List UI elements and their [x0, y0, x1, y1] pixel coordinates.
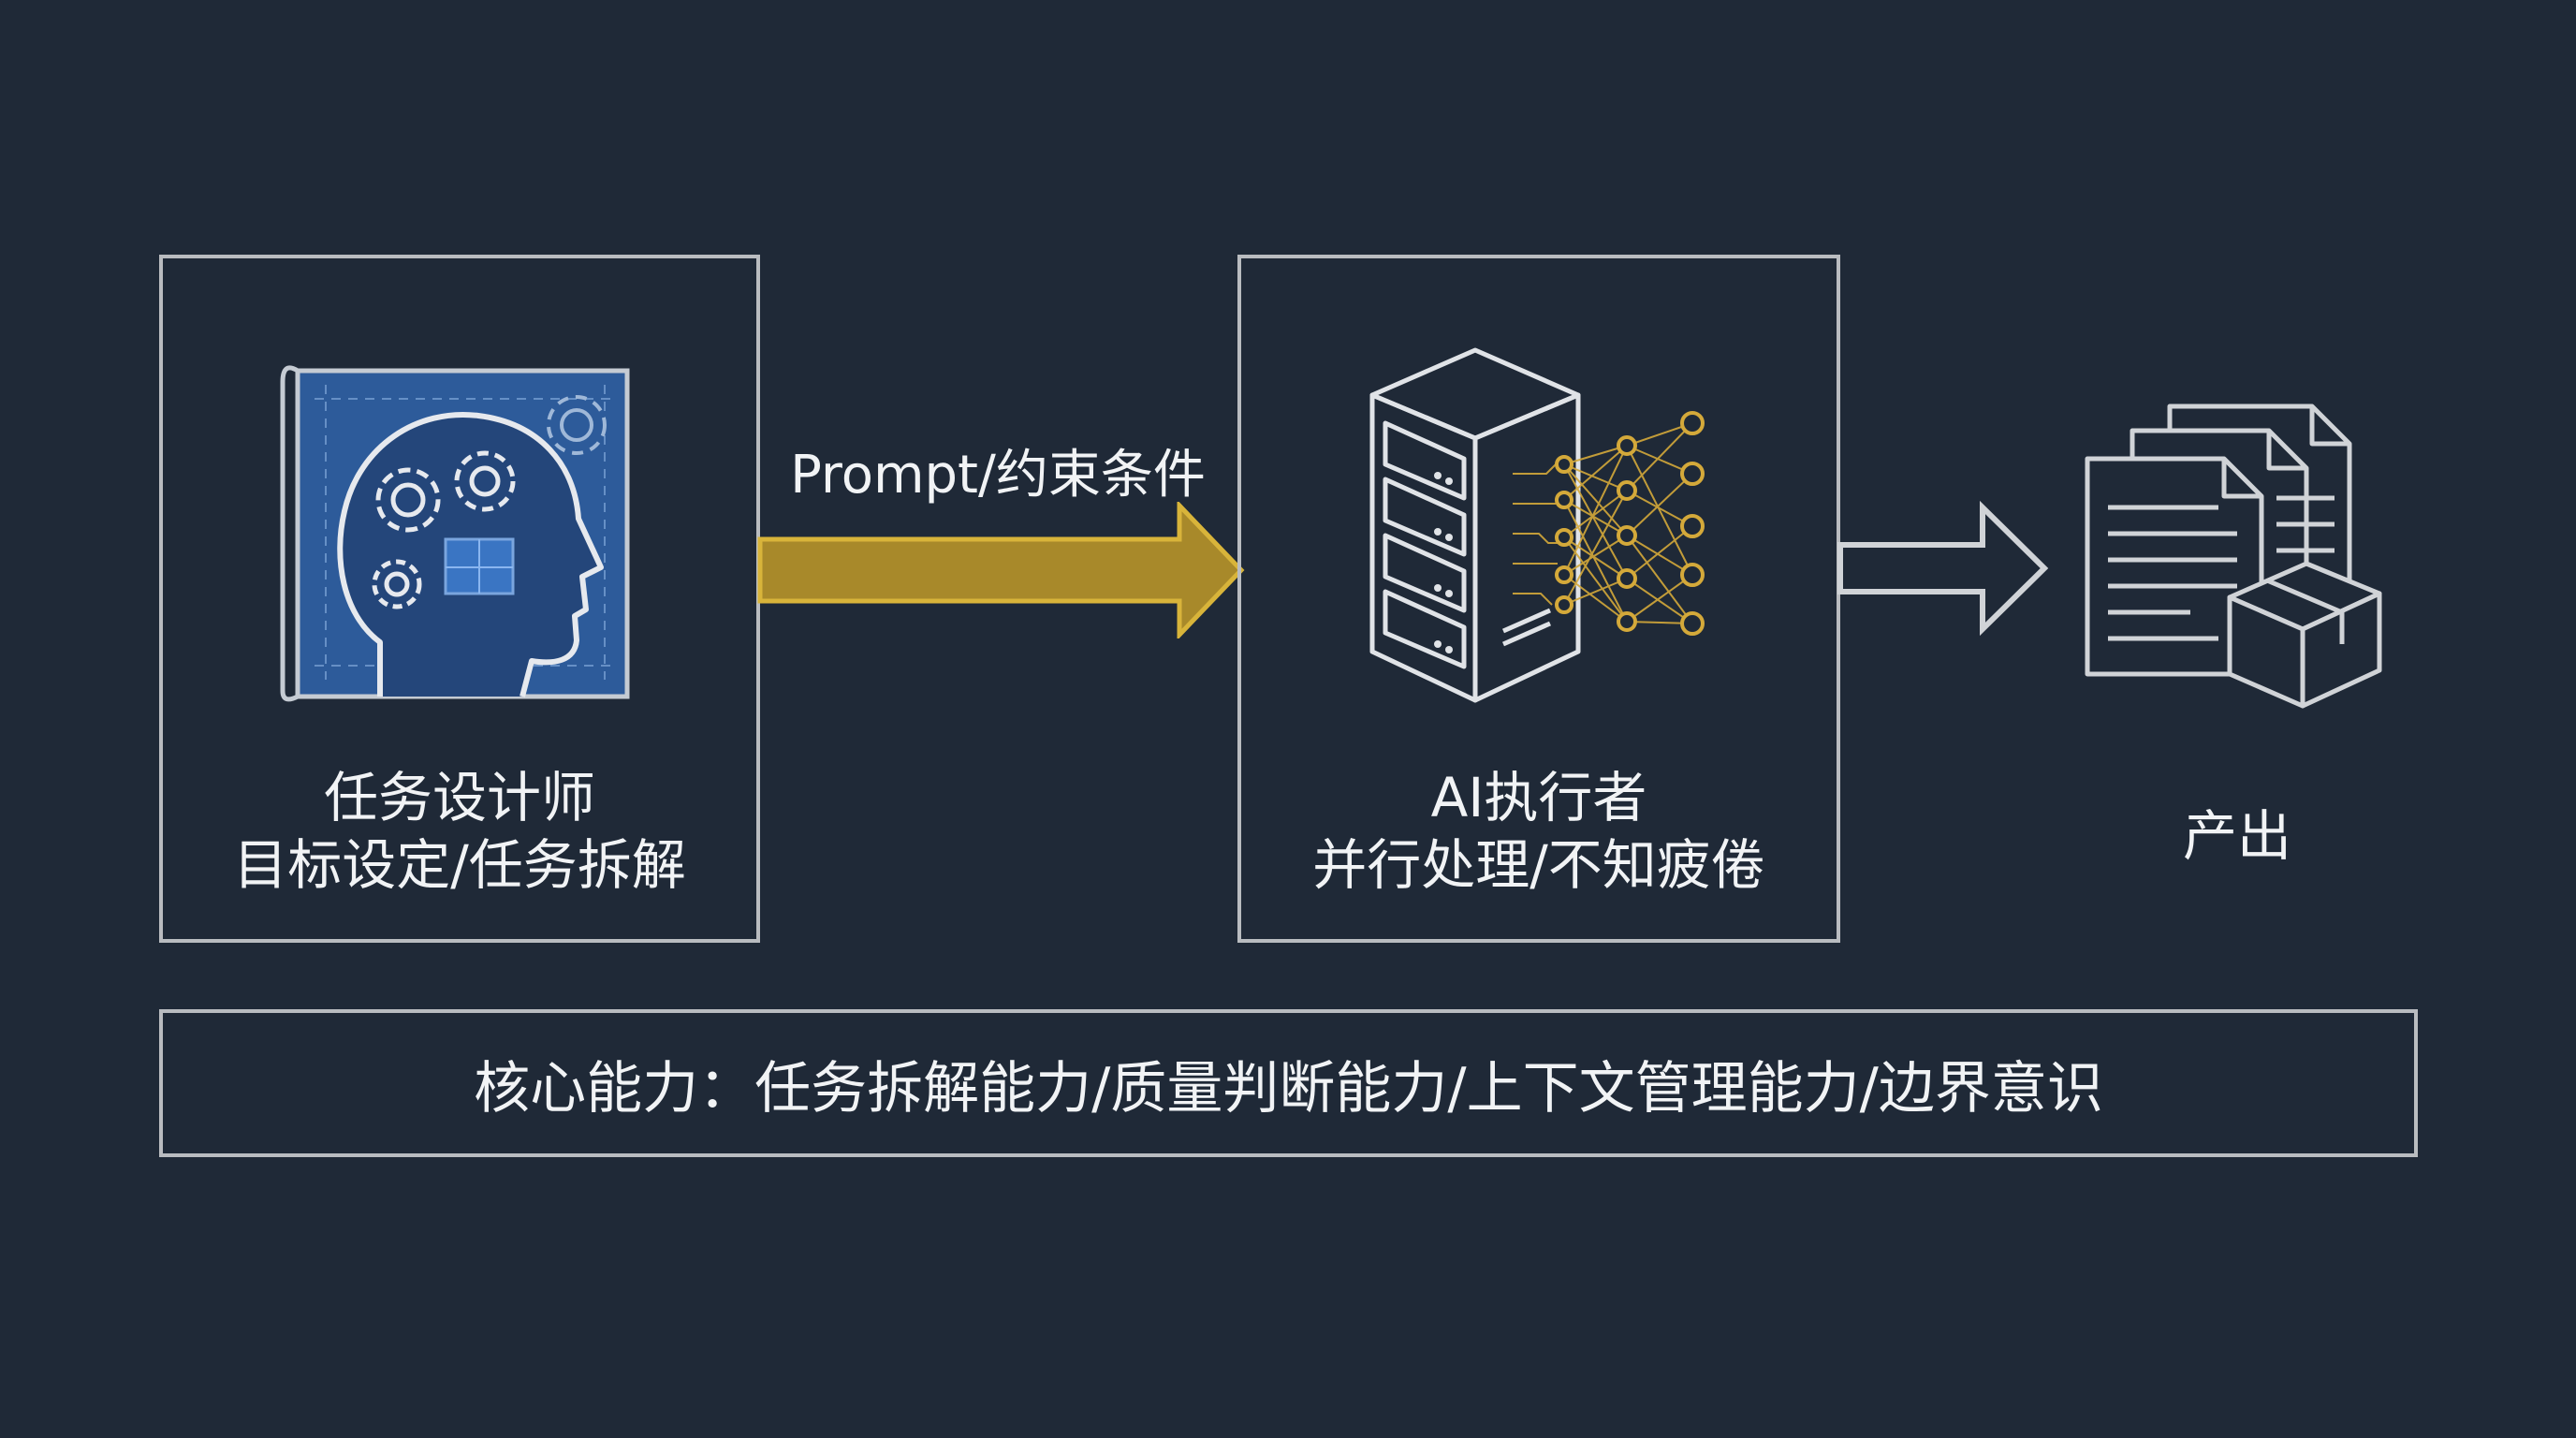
- designer-subtitle: 目标设定/任务拆解: [233, 833, 686, 897]
- ai-executor-box: AI执行者 并行处理/不知疲倦: [1237, 255, 1840, 943]
- task-designer-box: 任务设计师 目标设定/任务拆解: [159, 255, 760, 943]
- documents-and-package-icon: [2085, 404, 2382, 709]
- prompt-arrow-icon: [757, 502, 1245, 638]
- core-capabilities-box: 核心能力：任务拆解能力/质量判断能力/上下文管理能力/边界意识: [159, 1009, 2418, 1157]
- head-with-gears-blueprint-icon: [280, 365, 630, 702]
- core-capabilities-text: 核心能力：任务拆解能力/质量判断能力/上下文管理能力/边界意识: [474, 1055, 2103, 1122]
- executor-subtitle: 并行处理/不知疲倦: [1312, 833, 1765, 897]
- output-arrow-icon: [1837, 500, 2049, 637]
- output-label: 产出: [2182, 804, 2291, 868]
- server-neural-network-icon: [1369, 347, 1705, 703]
- prompt-arrow-label: Prompt/约束条件: [790, 445, 1206, 506]
- designer-title: 任务设计师: [323, 766, 595, 829]
- executor-title: AI执行者: [1430, 766, 1647, 829]
